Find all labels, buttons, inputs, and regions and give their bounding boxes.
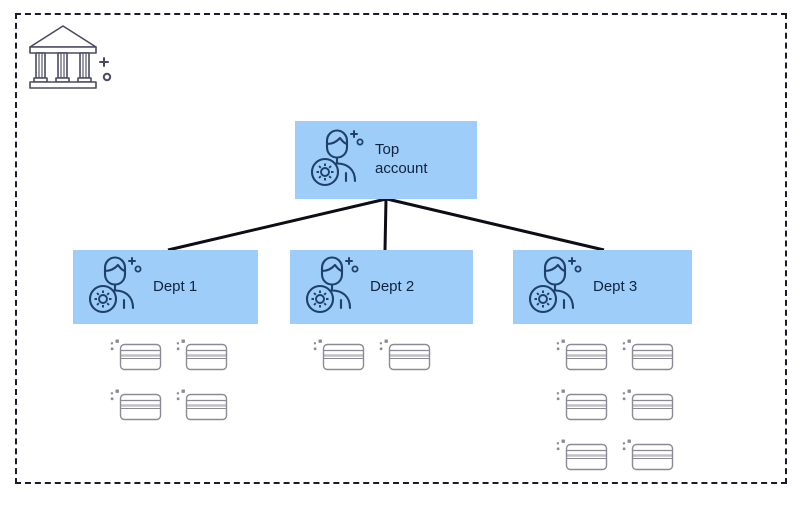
credit-card-icon (556, 338, 608, 371)
credit-card-icon (313, 338, 365, 371)
credit-card-icon (556, 438, 608, 471)
node-dept-1[interactable]: Dept 1 (73, 250, 258, 324)
credit-card-icon (379, 338, 431, 371)
person-gear-icon (298, 252, 364, 323)
credit-card-icon (622, 438, 674, 471)
person-gear-icon (81, 252, 147, 323)
credit-card-icon (622, 388, 674, 421)
credit-card-icon (110, 338, 162, 371)
node-dept-3-label: Dept 3 (593, 277, 638, 295)
card-group-dept-3 (556, 338, 674, 471)
person-gear-icon (521, 252, 587, 323)
node-top-account-label: Top account (375, 141, 428, 177)
credit-card-icon (110, 388, 162, 421)
credit-card-icon (176, 338, 228, 371)
card-group-dept-1 (110, 338, 228, 421)
node-dept-3[interactable]: Dept 3 (513, 250, 692, 324)
node-top-account[interactable]: Top account (295, 121, 477, 199)
credit-card-icon (176, 388, 228, 421)
organization-boundary-frame (15, 13, 787, 484)
credit-card-icon (556, 388, 608, 421)
node-dept-2[interactable]: Dept 2 (290, 250, 473, 324)
person-gear-icon (303, 125, 369, 196)
credit-card-icon (622, 338, 674, 371)
card-group-dept-2 (313, 338, 431, 371)
node-dept-1-label: Dept 1 (153, 277, 198, 295)
node-dept-2-label: Dept 2 (370, 277, 415, 295)
bank-building-icon (26, 20, 120, 94)
